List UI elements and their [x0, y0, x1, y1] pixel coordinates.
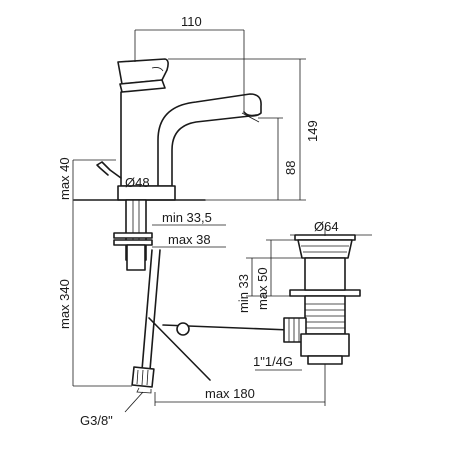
- spout-tip: [243, 111, 257, 117]
- popup-waste: [283, 234, 361, 365]
- waste-nut: [307, 355, 343, 365]
- dim-hose-length: max 340: [57, 279, 72, 329]
- dim-waste-max: max 50: [255, 267, 270, 310]
- faucet-body: [96, 58, 262, 201]
- dim-waste-diameter: Ø64: [314, 219, 339, 234]
- body-outline: [120, 91, 262, 187]
- dimension-labels: 110 149 88 max 40 Ø48 min 33,5 max 38 ma…: [57, 14, 339, 428]
- deck-mounting: [73, 199, 206, 271]
- lever-detail: [151, 67, 164, 72]
- dimension-lines: [72, 29, 372, 413]
- dim-spout-height: 88: [283, 161, 298, 175]
- dim-spout-reach: 110: [181, 14, 202, 29]
- lever-arm-left: [148, 317, 211, 381]
- dim-rod-length: max 180: [205, 386, 255, 401]
- popup-lift-rod: [96, 161, 122, 179]
- waste-linkage: [148, 317, 291, 381]
- waste-stem: [304, 257, 346, 291]
- dim-hose-thread: G3/8": [80, 413, 113, 428]
- aerator: [241, 112, 260, 123]
- shank-lower: [126, 244, 146, 271]
- dim-deck-max: max 38: [168, 232, 211, 247]
- pivot-ball: [176, 322, 190, 336]
- fixing-nut-top: [113, 232, 153, 239]
- waste-flange: [289, 289, 361, 297]
- dim-base-diameter: Ø48: [125, 175, 150, 190]
- cartridge-cap: [119, 79, 166, 93]
- dim-lever-clearance: max 40: [57, 157, 72, 200]
- waste-tail: [300, 333, 350, 357]
- dim-waste-thread: 1"1/4G: [253, 354, 293, 369]
- dim-deck-min: min 33,5: [162, 210, 212, 225]
- dim-total-height: 149: [305, 120, 320, 142]
- flexible-hose: [131, 249, 161, 394]
- waste-plug: [297, 239, 353, 259]
- lever-handle: [117, 58, 169, 85]
- dim-waste-min: min 33: [236, 274, 251, 313]
